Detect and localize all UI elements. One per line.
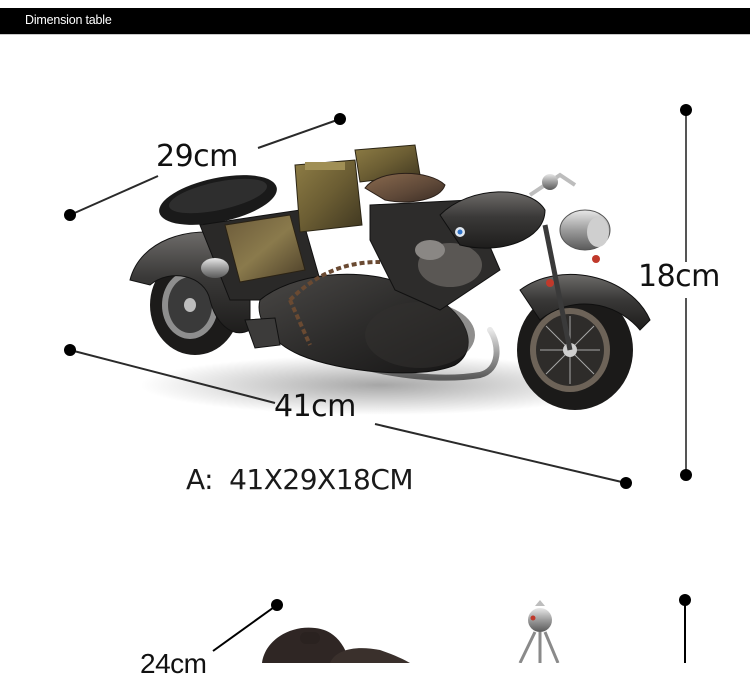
motorcycle-sidecar-image	[129, 144, 651, 415]
length-endpoint-right	[620, 477, 632, 489]
sidecar-wheel	[150, 255, 240, 355]
header-title: Dimension table	[25, 13, 112, 27]
dimension-lines-a	[64, 104, 692, 489]
height-endpoint-top	[680, 104, 692, 116]
width-endpoint-left	[64, 209, 76, 221]
illustration-stage	[64, 104, 692, 663]
spec-value: 41X29X18CM	[229, 463, 414, 496]
length-label: 41cm	[274, 389, 356, 424]
width-endpoint-right	[334, 113, 346, 125]
product-b-width-label: 24cm	[140, 648, 207, 679]
length-line-right	[374, 423, 627, 484]
header-bar	[0, 8, 750, 34]
product-b-image	[262, 600, 560, 663]
length-endpoint-left	[64, 344, 76, 356]
ammo-boxes	[294, 144, 421, 233]
front-wheel	[517, 290, 633, 410]
spec-prefix: A:	[186, 463, 214, 496]
height-endpoint-bottom	[680, 469, 692, 481]
width-line-right	[257, 118, 341, 149]
spec-line: A: 41X29X18CM	[186, 463, 414, 496]
dimension-lines-b	[212, 594, 691, 663]
header-divider	[0, 34, 750, 35]
width-label: 29cm	[156, 139, 238, 174]
height-label: 18cm	[638, 259, 720, 294]
width-line-left	[69, 175, 159, 216]
length-line-left	[69, 349, 276, 404]
